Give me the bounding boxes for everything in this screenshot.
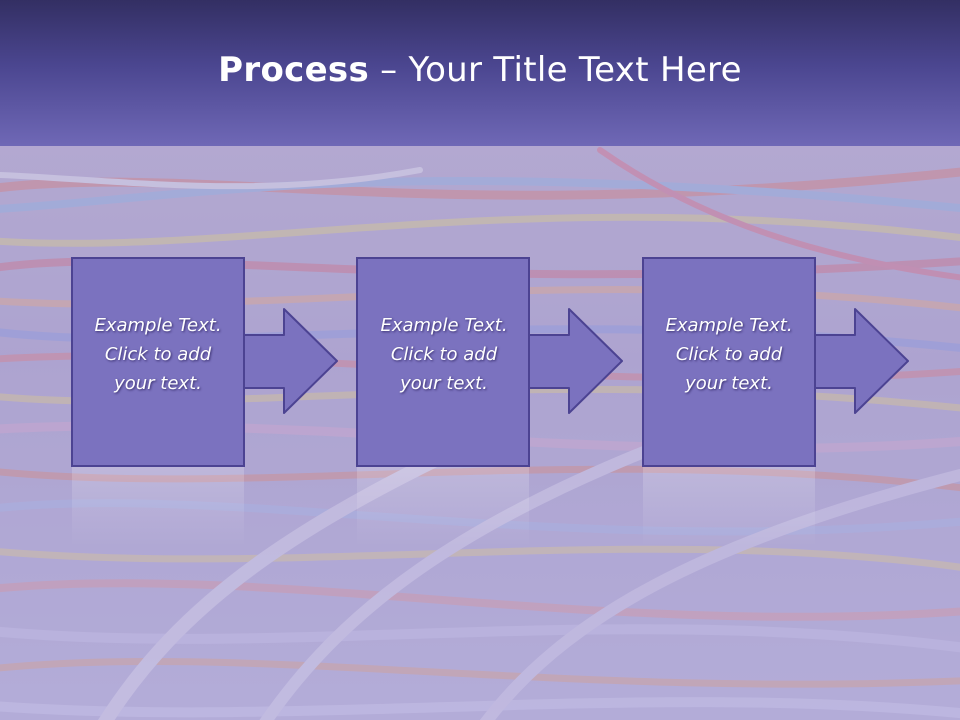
step-2-line-3: your text. [400,373,488,394]
step-1-line-3: your text. [114,373,202,394]
slide-title[interactable]: Process – Your Title Text Here [0,50,960,90]
step-3-line-3: your text. [685,373,773,394]
step-2-text[interactable]: Example Text. Click to add your text. [357,311,531,398]
step-2-arrow [527,308,623,414]
step-2-line-2: Click to add [390,344,498,365]
process-step-2[interactable] [356,257,623,467]
step-1-box [71,257,245,467]
shape-reflections [72,467,815,547]
step-1-line-2: Click to add [104,344,212,365]
title-dash: – [369,50,409,90]
step-2-line-1: Example Text. [380,315,508,336]
process-step-1[interactable] [71,257,338,467]
step-1-line-1: Example Text. [94,315,222,336]
step-1-text[interactable]: Example Text. Click to add your text. [71,311,245,398]
step-3-arrow [813,308,909,414]
step-3-box [642,257,816,467]
step-3-text[interactable]: Example Text. Click to add your text. [642,311,816,398]
process-step-3[interactable] [642,257,909,467]
title-bold-word: Process [218,50,370,90]
step-3-line-2: Click to add [675,344,783,365]
step-1-arrow [242,308,338,414]
title-bar: Process – Your Title Text Here [0,0,960,146]
step-2-box [356,257,530,467]
title-rest: Your Title Text Here [408,50,742,90]
step-3-line-1: Example Text. [665,315,793,336]
